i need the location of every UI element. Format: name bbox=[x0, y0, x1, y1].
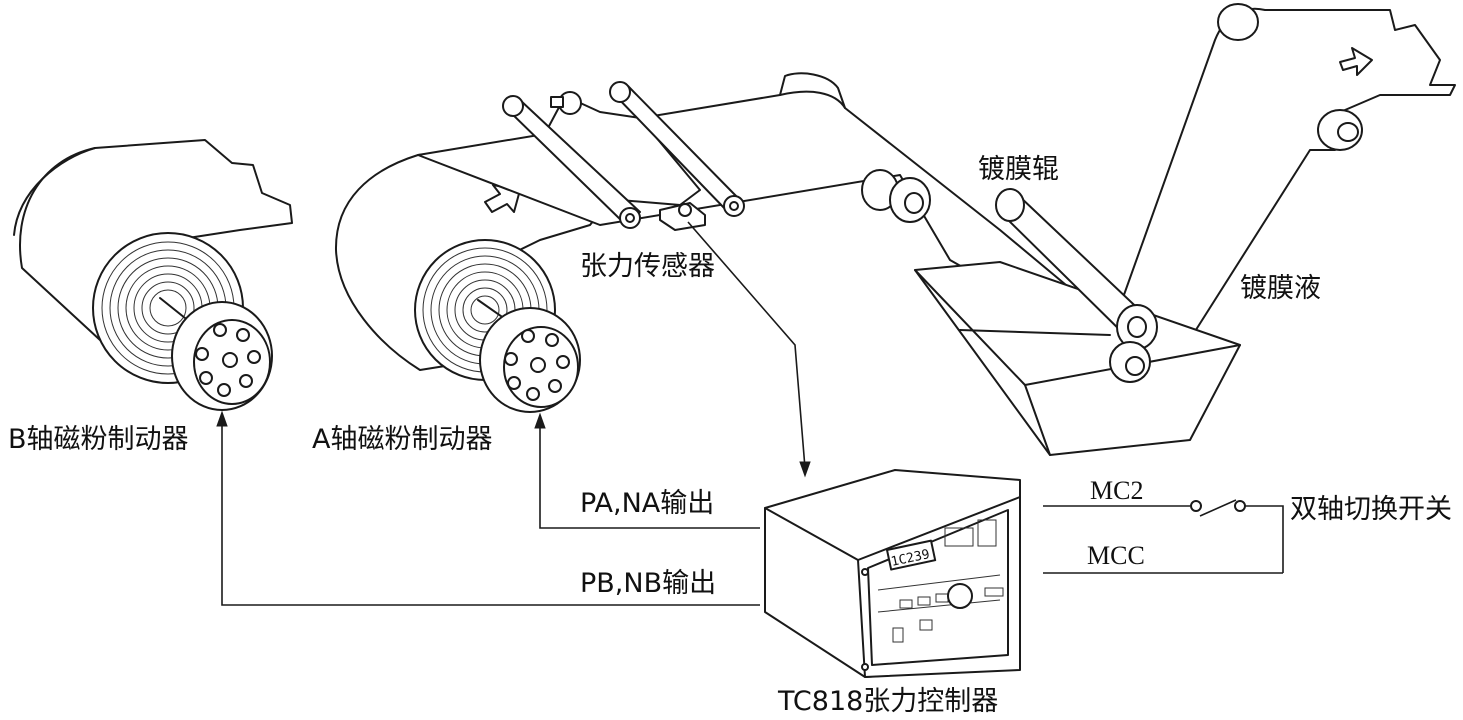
tension-roller-2 bbox=[609, 81, 745, 217]
tc818-controller bbox=[764, 469, 1021, 678]
sensor-signal-line bbox=[687, 221, 811, 478]
label-tension-sensor: 张力传感器 bbox=[580, 251, 715, 282]
label-a-axis-brake: A轴磁粉制动器 bbox=[312, 424, 493, 455]
tension-sensor-assembly bbox=[502, 81, 745, 231]
tension-roller-1 bbox=[502, 95, 641, 229]
idler-roller bbox=[861, 169, 931, 223]
label-b-axis-brake: B轴磁粉制动器 bbox=[8, 424, 189, 455]
a-axis-brake-body bbox=[479, 307, 581, 413]
pb-nb-output-line bbox=[216, 410, 760, 606]
coating-roller bbox=[995, 188, 1158, 383]
coating-bath bbox=[914, 261, 1241, 456]
label-coating-roller: 镀膜辊 bbox=[978, 154, 1059, 185]
b-axis-brake-body bbox=[171, 301, 273, 411]
controller-indicators bbox=[877, 519, 1004, 643]
controller-knob bbox=[947, 583, 973, 609]
label-dual-axis-switch: 双轴切换开关 bbox=[1290, 494, 1452, 525]
pa-na-output-line bbox=[534, 412, 760, 529]
label-mcc: MCC bbox=[1087, 541, 1145, 570]
flow-arrow-icon bbox=[1339, 47, 1373, 76]
label-mc2: MC2 bbox=[1090, 476, 1144, 505]
controller-display bbox=[886, 539, 937, 571]
label-pa-na-output: PA,NA输出 bbox=[580, 488, 715, 519]
label-pb-nb-output: PB,NB输出 bbox=[580, 568, 717, 599]
label-coating-liquid: 镀膜液 bbox=[1240, 273, 1321, 304]
outgoing-web bbox=[1114, 3, 1456, 356]
label-tc818-controller: TC818张力控制器 bbox=[778, 686, 999, 717]
mc2-line bbox=[1043, 499, 1284, 573]
